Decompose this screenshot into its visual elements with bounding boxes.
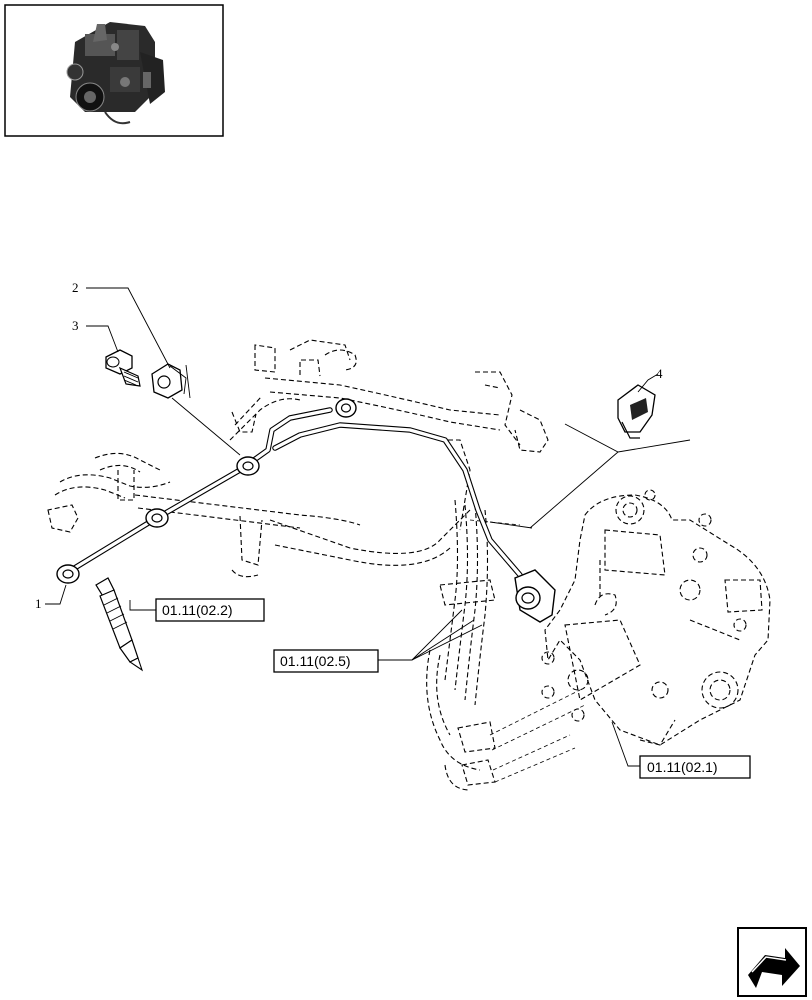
hose-banjo-ring [56,564,80,584]
injection-pump-dashed [541,489,771,746]
ref-box-injection-pump-label: 01.11(02.1) [647,759,718,775]
ref-box-fuel-pipes[interactable]: 01.11(02.5) [273,649,379,673]
callout-1: 1 [35,596,42,611]
ref-box-injector[interactable]: 01.11(02.2) [155,598,265,622]
callout-4: 4 [656,366,663,381]
ref-box-fuel-pipes-label: 01.11(02.5) [280,653,351,669]
hose-clamp-part[interactable] [617,384,656,439]
leak-off-hose-assembly[interactable] [56,398,556,623]
ref-box-injector-label: 01.11(02.2) [162,602,233,618]
leader-lines [45,287,691,767]
ref-box-injection-pump[interactable]: 01.11(02.1) [639,755,751,779]
engine-thumbnail-icon[interactable] [4,4,224,137]
hose-banjo-ring [145,508,169,528]
banjo-union-part[interactable] [151,363,187,399]
callout-2: 2 [72,280,79,295]
next-page-arrow-icon[interactable] [737,927,807,997]
injector-part[interactable] [95,577,144,672]
manifold-dashed-outline [47,339,586,791]
hose-banjo-ring [236,456,260,476]
hose-return-fitting [514,569,556,623]
banjo-bolt-part[interactable] [105,349,141,387]
hose-banjo-ring [335,398,357,418]
callout-3: 3 [72,318,79,333]
